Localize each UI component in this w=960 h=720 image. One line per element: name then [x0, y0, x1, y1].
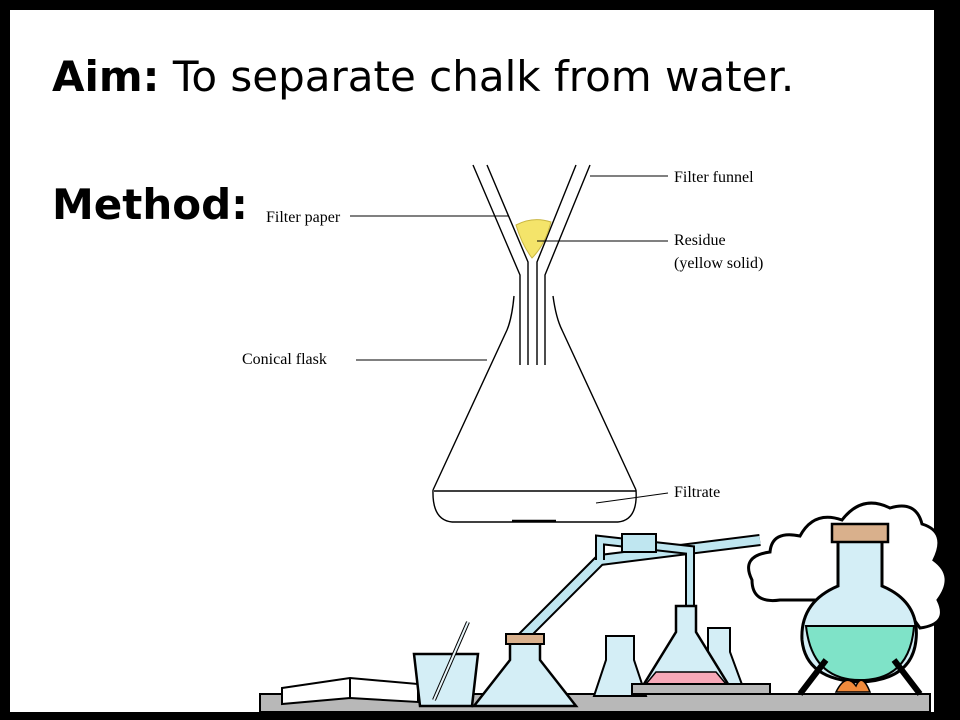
residue-label-line2: (yellow solid)	[674, 255, 764, 272]
filter-funnel	[472, 164, 591, 365]
slide-border-bottom	[0, 712, 960, 720]
leader-lines	[350, 175, 669, 504]
lab-equipment-illustration	[259, 501, 948, 713]
filter-funnel-label: Filter funnel	[674, 169, 754, 186]
aim-text: To separate chalk from water.	[172, 52, 795, 101]
slide-border-top	[0, 0, 960, 10]
residue-label-line1: Residue	[674, 232, 726, 249]
slide-border-left	[0, 0, 10, 720]
aim-heading: Aim: To separate chalk from water.	[52, 52, 794, 101]
conical-flask-label: Conical flask	[242, 351, 327, 368]
residue-blob	[515, 219, 552, 259]
filtrate-label: Filtrate	[674, 484, 721, 501]
filter-paper-label: Filter paper	[266, 209, 341, 226]
method-heading: Method:	[52, 180, 248, 229]
conical-flask	[432, 295, 637, 523]
aim-label: Aim:	[52, 52, 160, 101]
